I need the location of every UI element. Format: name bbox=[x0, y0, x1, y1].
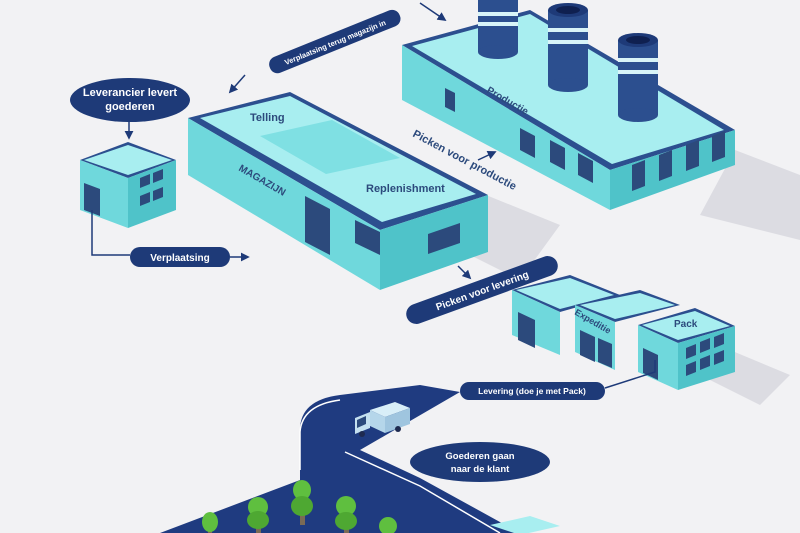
supplier-label: Leverancier levert goederen bbox=[70, 78, 190, 122]
svg-text:naar de klant: naar de klant bbox=[451, 464, 510, 475]
count-label: Telling bbox=[250, 112, 285, 124]
move-label: Verplaatsing bbox=[130, 247, 230, 267]
road bbox=[160, 385, 520, 533]
arrow-icon bbox=[91, 2, 656, 389]
supplier-building bbox=[80, 142, 176, 228]
truck-icon bbox=[355, 402, 410, 437]
svg-text:goederen: goederen bbox=[105, 101, 155, 113]
replenish-label: Replenishment bbox=[366, 183, 445, 195]
customer-label: Goederen gaan naar de klant bbox=[410, 442, 550, 482]
pack-label: Pack bbox=[674, 319, 698, 330]
move-back-label: Verplaatsing terug magazijn in bbox=[269, 9, 401, 74]
svg-text:Levering (doe je met Pack): Levering (doe je met Pack) bbox=[478, 386, 586, 396]
svg-text:Goederen gaan: Goederen gaan bbox=[445, 451, 514, 462]
warehouse-building bbox=[188, 92, 488, 290]
svg-text:Verplaatsing terug magazijn in: Verplaatsing terug magazijn in bbox=[283, 18, 387, 67]
tree-icon bbox=[202, 480, 397, 533]
pack-building bbox=[638, 308, 735, 390]
svg-text:Verplaatsing: Verplaatsing bbox=[150, 253, 209, 264]
chimney-icon bbox=[478, 0, 658, 122]
production-building bbox=[402, 0, 735, 210]
delivery-label: Levering (doe je met Pack) bbox=[460, 382, 605, 400]
expedition-building bbox=[512, 275, 680, 370]
svg-text:Leverancier levert: Leverancier levert bbox=[83, 87, 178, 99]
